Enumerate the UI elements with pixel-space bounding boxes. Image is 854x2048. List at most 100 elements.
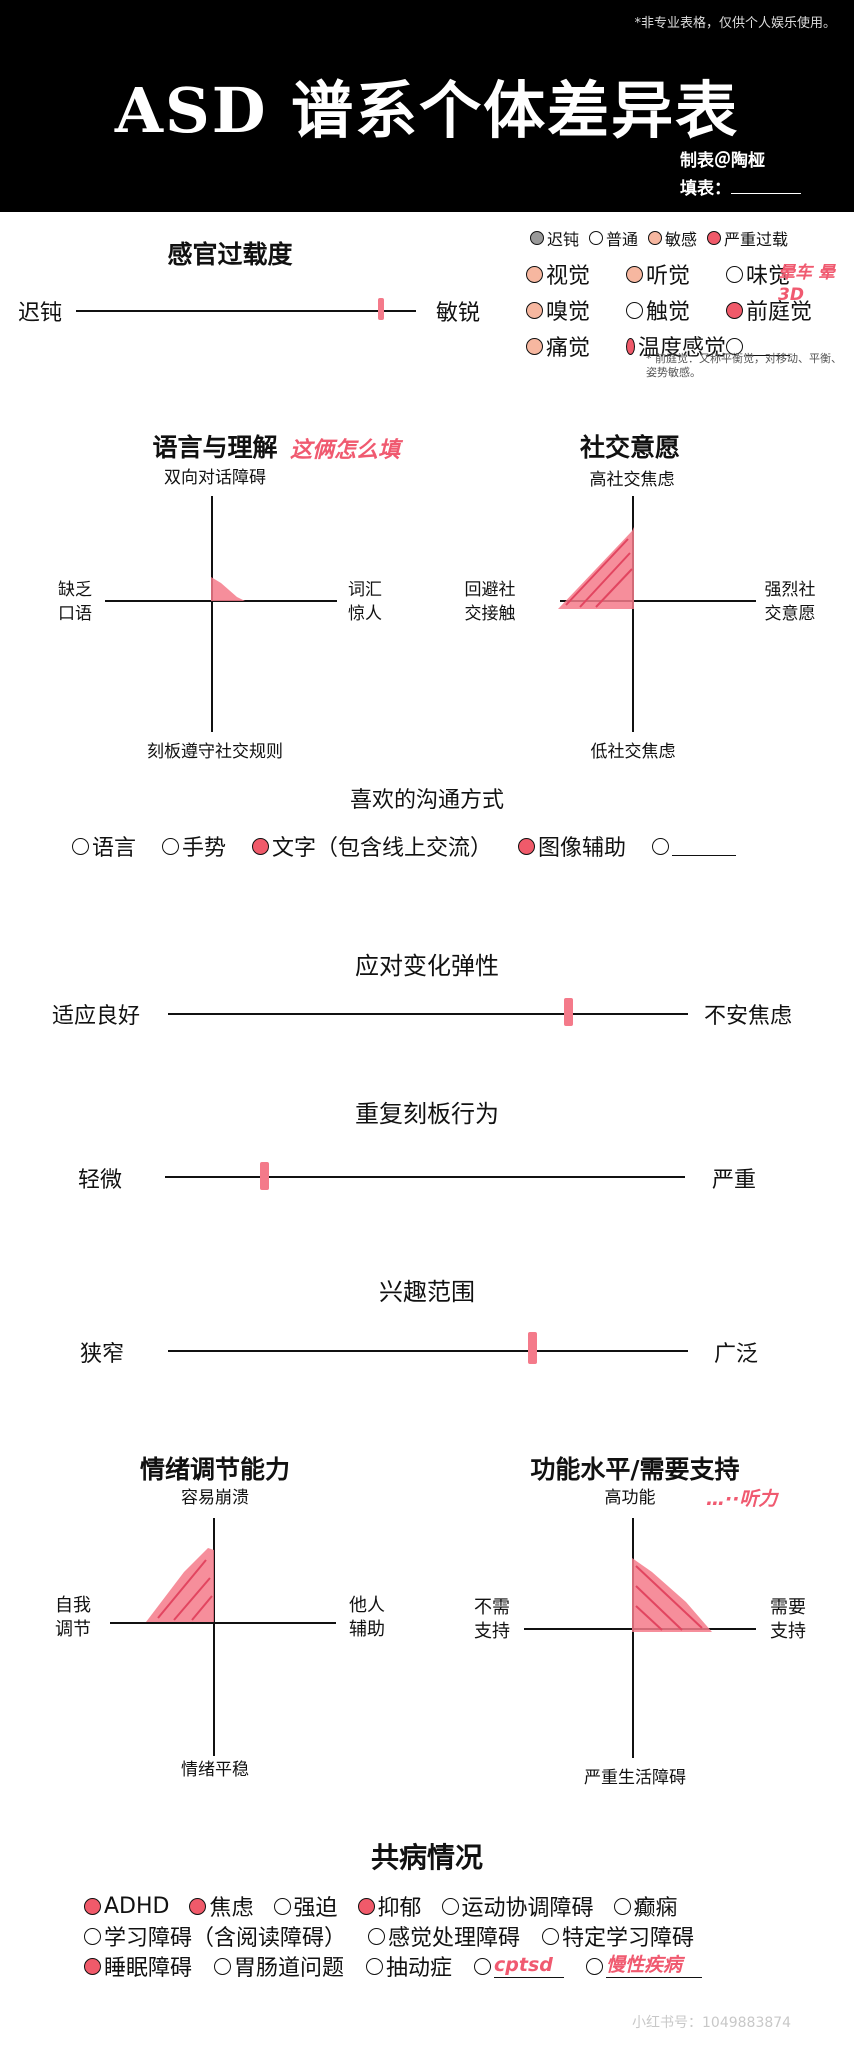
comorbid-other-2[interactable]: 慢性疾病 (586, 1950, 703, 1982)
sensory-legend: 迟钝 普通 敏感 严重过载 (530, 226, 788, 250)
comorbid-tic[interactable]: 抽动症 (366, 1950, 452, 1982)
repetitive-title: 重复刻板行为 (355, 1100, 499, 1128)
function-top-label: 高功能 (604, 1488, 656, 1508)
communication-options: 语言 手势 文字（包含线上交流） 图像辅助 (72, 830, 737, 862)
comorbid-circle[interactable] (357, 1897, 375, 1915)
function-plot-fill (632, 1558, 712, 1632)
header-bar: *非专业表格，仅供个人娱乐使用。 ASD 谱系个体差异表 制表＠陶桠 填表： (0, 0, 854, 212)
sense-temperature[interactable]: 温度感觉 (626, 330, 726, 362)
comorbid-circle[interactable] (84, 1927, 101, 1945)
social-plot-fill (558, 527, 634, 609)
comorbid-circle[interactable] (273, 1897, 291, 1915)
sensory-left-label: 迟钝 (18, 301, 63, 326)
comorbid-sleep[interactable]: 睡眠障碍 (84, 1950, 192, 1982)
social-top-label: 高社交焦虑 (589, 470, 675, 490)
language-left-label: 缺乏口语 (58, 580, 92, 624)
function-v-axis (632, 1518, 634, 1758)
comorbid-circle[interactable] (214, 1957, 232, 1975)
comm-option-other[interactable] (652, 830, 737, 862)
sense-circle[interactable] (726, 301, 743, 319)
social-right-label: 强烈社交意愿 (764, 580, 816, 624)
comorbid-circle[interactable] (474, 1957, 492, 1975)
comm-circle[interactable] (162, 837, 180, 855)
sense-smell[interactable]: 嗅觉 (526, 294, 626, 326)
sense-circle[interactable] (626, 265, 643, 283)
comorbid-dcd[interactable]: 运动协调障碍 (441, 1890, 594, 1922)
comorbid-learning[interactable]: 学习障碍（含阅读障碍） (84, 1920, 346, 1952)
social-title: 社交意愿 (579, 433, 680, 462)
emotion-h-axis (110, 1622, 336, 1624)
comorbid-adhd[interactable]: ADHD (84, 1890, 169, 1922)
comorbid-circle[interactable] (84, 1957, 101, 1975)
comorbid-circle[interactable] (84, 1897, 101, 1915)
comm-option-text[interactable]: 文字（包含线上交流） (252, 830, 492, 862)
comm-other-blank[interactable] (672, 837, 737, 856)
comorbid-other-1-value[interactable]: cptsd (494, 1955, 565, 1978)
sensory-level-marker[interactable] (378, 298, 384, 320)
sense-pain[interactable]: 痛觉 (526, 330, 626, 362)
language-handnote: 这俩怎么填 (290, 438, 401, 463)
emotion-left-label: 自我调节 (55, 1595, 91, 1640)
sensory-scale-line (76, 310, 416, 312)
sense-touch[interactable]: 触觉 (626, 294, 726, 326)
comm-option-image[interactable]: 图像辅助 (518, 830, 626, 862)
sense-circle[interactable] (526, 265, 543, 283)
comorbid-circle[interactable] (586, 1957, 604, 1975)
comm-option-speech[interactable]: 语言 (72, 830, 136, 862)
sense-circle[interactable] (726, 337, 743, 355)
comorbid-sld[interactable]: 特定学习障碍 (542, 1920, 694, 1952)
comorbid-anxiety[interactable]: 焦虑 (189, 1890, 254, 1922)
watermark: 小红书号：1049883874 (632, 2015, 792, 2031)
sense-circle[interactable] (526, 301, 543, 319)
comorbid-other-1[interactable]: cptsd (474, 1950, 565, 1982)
comorbid-circle[interactable] (542, 1927, 560, 1945)
sense-hearing[interactable]: 听觉 (626, 258, 726, 290)
comorbid-circle[interactable] (189, 1897, 207, 1915)
legend-circle (707, 231, 722, 245)
sense-vestibular[interactable]: 前庭觉 (726, 294, 836, 326)
comorbid-gi[interactable]: 胃肠道问题 (214, 1950, 344, 1982)
interests-level-marker[interactable] (528, 1332, 537, 1364)
sense-other[interactable] (726, 330, 836, 362)
sense-circle[interactable] (526, 337, 543, 355)
comm-circle[interactable] (72, 837, 89, 855)
sense-circle[interactable] (626, 301, 643, 319)
function-handnote: …··听力 (706, 1488, 778, 1510)
comm-option-gesture[interactable]: 手势 (162, 830, 226, 862)
comorbid-depression[interactable]: 抑郁 (357, 1890, 422, 1922)
legend-dull: 迟钝 (530, 226, 579, 250)
flexibility-title: 应对变化弹性 (355, 952, 499, 980)
comorbid-row-2: 学习障碍（含阅读障碍） 感觉处理障碍 特定学习障碍 (84, 1920, 694, 1952)
flexibility-scale-line (168, 1013, 688, 1015)
comorbid-spd[interactable]: 感觉处理障碍 (368, 1920, 520, 1952)
repetitive-left-label: 轻微 (78, 1168, 123, 1193)
comorbid-other-2-value[interactable]: 慢性疾病 (606, 1955, 703, 1978)
interests-scale-line (168, 1350, 688, 1352)
comorbid-ocd[interactable]: 强迫 (273, 1890, 338, 1922)
comm-circle[interactable] (252, 837, 270, 855)
comm-circle[interactable] (652, 837, 670, 855)
flexibility-level-marker[interactable] (564, 998, 574, 1026)
page-title: ASD 谱系个体差异表 (114, 74, 740, 147)
vestibular-footnote: * 前庭觉：又称平衡觉，对移动、平衡、姿势敏感。 (646, 352, 842, 379)
sense-circle[interactable] (626, 337, 635, 355)
comorbid-circle[interactable] (613, 1897, 631, 1915)
senses-grid: 视觉 听觉 味觉 嗅觉 触觉 前庭觉 痛觉 温度感觉 (526, 258, 846, 362)
sense-vision[interactable]: 视觉 (526, 258, 626, 290)
comorbid-circle[interactable] (366, 1957, 384, 1975)
social-v-axis (632, 496, 634, 732)
maker-credit: 制表＠陶桠 (680, 151, 765, 171)
comorbid-circle[interactable] (368, 1927, 386, 1945)
comorbid-circle[interactable] (441, 1897, 459, 1915)
function-right-label: 需要支持 (770, 1597, 806, 1642)
sense-other-blank[interactable] (746, 337, 790, 356)
repetitive-level-marker[interactable] (259, 1162, 269, 1190)
filler-field[interactable]: 填表： (680, 174, 801, 199)
sense-taste[interactable]: 味觉 (726, 258, 836, 290)
vestibular-handnote: 晕车 晕3D (778, 263, 835, 305)
filler-blank[interactable] (731, 175, 801, 194)
comorbid-row-3: 睡眠障碍 胃肠道问题 抽动症 cptsd 慢性疾病 (84, 1950, 703, 1982)
sense-circle[interactable] (726, 265, 743, 283)
comm-circle[interactable] (518, 837, 536, 855)
comorbid-epilepsy[interactable]: 癫痫 (613, 1890, 678, 1922)
